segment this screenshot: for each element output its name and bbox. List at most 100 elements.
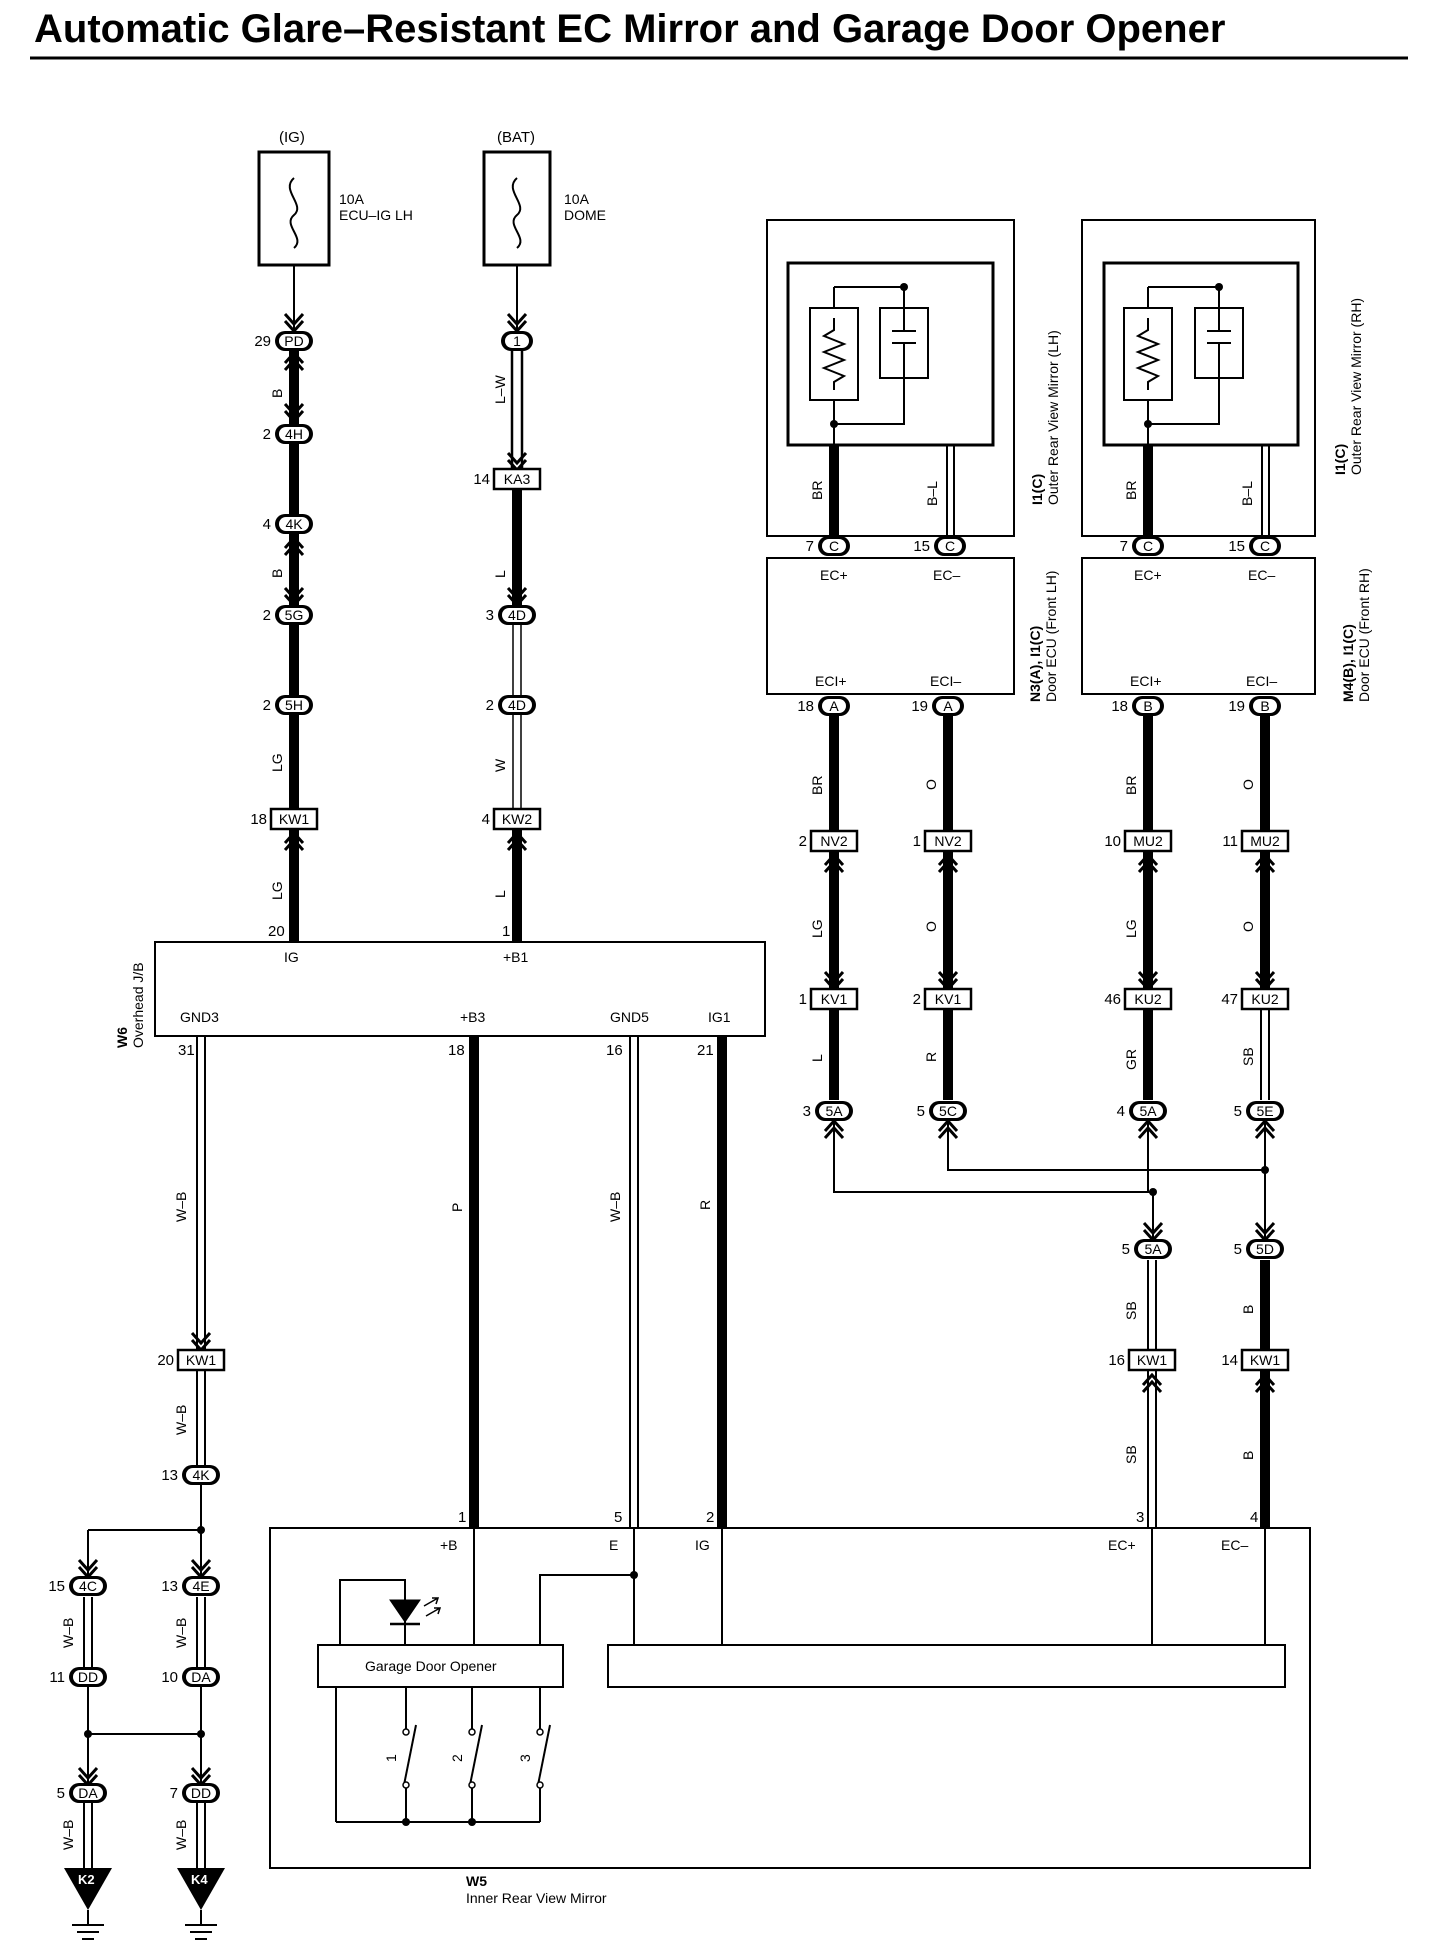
connector-code: KW1 [186,1352,217,1368]
wire-color: LG [1123,919,1139,938]
connector-code: MU2 [1133,833,1163,849]
inner-mirror-name: Inner Rear View Mirror [466,1890,607,1906]
connector-pin: 2 [799,833,807,850]
connector-face [505,334,529,348]
wire-color: L [492,890,508,898]
connector-pin: 4 [482,811,490,828]
connector-a: A18 [797,696,850,716]
switch-3: 3 [517,1687,551,1822]
door-ecu-rh-eci-minus: ECI– [1246,673,1277,689]
switch-2: 2 [449,1687,483,1822]
door-ecu-lh-ec-plus: EC+ [820,567,848,583]
outer-mirror-lh: I1(C) Outer Rear View Mirror (LH) [766,219,1061,537]
connector-face [1133,1104,1163,1118]
connector-code: KU2 [1251,991,1278,1007]
connector-face [502,698,532,712]
connector-code: KV1 [821,991,848,1007]
connector-body [1123,987,1173,1011]
connector-code: 4K [192,1467,210,1483]
connector-pin: 19 [911,698,928,715]
fuse-ig-source: (IG) [279,129,305,146]
jb-terminal: IG1 [708,1009,731,1025]
connector-face [186,1579,216,1593]
door-ecu-lh: EC+ EC– ECI+ ECI– N3(A), I1(C) Door ECU … [766,557,1059,702]
door-ecu-lh-ec-minus: EC– [933,567,960,583]
connector-code: 5A [1144,1241,1162,1257]
overhead-junction-block: 20 IG 1 +B1 GND3 31 +B3 18 GND5 16 IG1 2… [114,923,766,1059]
connector-pin: 15 [913,538,930,555]
connector-4k: 4K4 [263,514,313,534]
arrows [77,312,1276,1787]
wire-color: SB [1123,1445,1139,1464]
connector-5c: 5C5 [917,1101,967,1121]
inner-mirror-pin: 1 [458,1509,466,1526]
connector-code: KA3 [504,471,531,487]
wire-color: L [492,570,508,578]
connector-body [492,807,542,831]
wire-color: R [923,1052,939,1062]
connector-code: C [829,538,839,554]
wire-color: R [697,1200,713,1210]
connector-pin: 5 [1234,1241,1242,1258]
connector-pin: 11 [1222,833,1238,850]
connector-ku2: KU2 47 [1221,987,1290,1011]
connector-5e: 5E5 [1234,1101,1284,1121]
wire-color: B–L [924,481,940,506]
connector-face [279,608,309,622]
connector-face [73,1670,103,1684]
wire-color: SB [1123,1301,1139,1320]
connector-face [822,699,846,713]
connector-5a: 5A3 [803,1101,853,1121]
wire-color: W–B [607,1192,623,1222]
wire-color: W–B [173,1192,189,1222]
fuse-bat-name: DOME [564,207,606,223]
wire-color: O [923,921,939,932]
led-icon [339,1579,406,1645]
wire-color: BR [809,776,825,795]
connector-kw1: KW1 16 [1108,1348,1177,1372]
wire-color: LG [269,753,285,772]
connector-code: NV2 [820,833,847,849]
jb-pin: 1 [502,923,510,940]
connector-pin: 1 [799,991,807,1008]
wire-color: GR [1123,1049,1139,1070]
connector-pin: 4 [1117,1103,1125,1120]
wire-color: P [449,1203,465,1212]
connector-pin: 47 [1221,991,1238,1008]
outer-mirror-lh-name: Outer Rear View Mirror (LH) [1045,330,1061,505]
inner-mirror-terminal: EC+ [1108,1537,1136,1553]
connector-1: 1 [501,331,533,351]
wire-color: O [1240,921,1256,932]
connector-face [1253,699,1277,713]
wire-color: B [269,389,285,398]
fuse-ig-amps: 10A [339,191,365,207]
wire-color: B [269,569,285,578]
fuse-bat-source: (BAT) [497,129,535,146]
connector-body [1123,829,1173,853]
connector-code: A [943,698,953,714]
connector-pin: 2 [263,426,271,443]
connector-face [1138,1242,1168,1256]
connector-face [279,427,309,441]
inner-mirror-terminal: E [609,1537,618,1553]
ground-k4: K4 [177,1868,225,1940]
ground-k2: K2 [64,1868,112,1940]
connector-pin: 11 [49,1669,65,1686]
inner-mirror-code: W5 [466,1873,487,1889]
connector-code: KW2 [502,811,533,827]
connector-pin: 16 [1108,1352,1125,1369]
connector-code: 4H [285,426,303,442]
jb-terminal: GND5 [610,1009,649,1025]
connector-pin: 15 [1228,538,1245,555]
connector-pin: 7 [170,1785,178,1802]
connector-code: 5G [285,607,304,623]
ground-label: K2 [78,1872,95,1887]
connector-4d: 4D2 [486,695,536,715]
connector-code: KW1 [1137,1352,1168,1368]
